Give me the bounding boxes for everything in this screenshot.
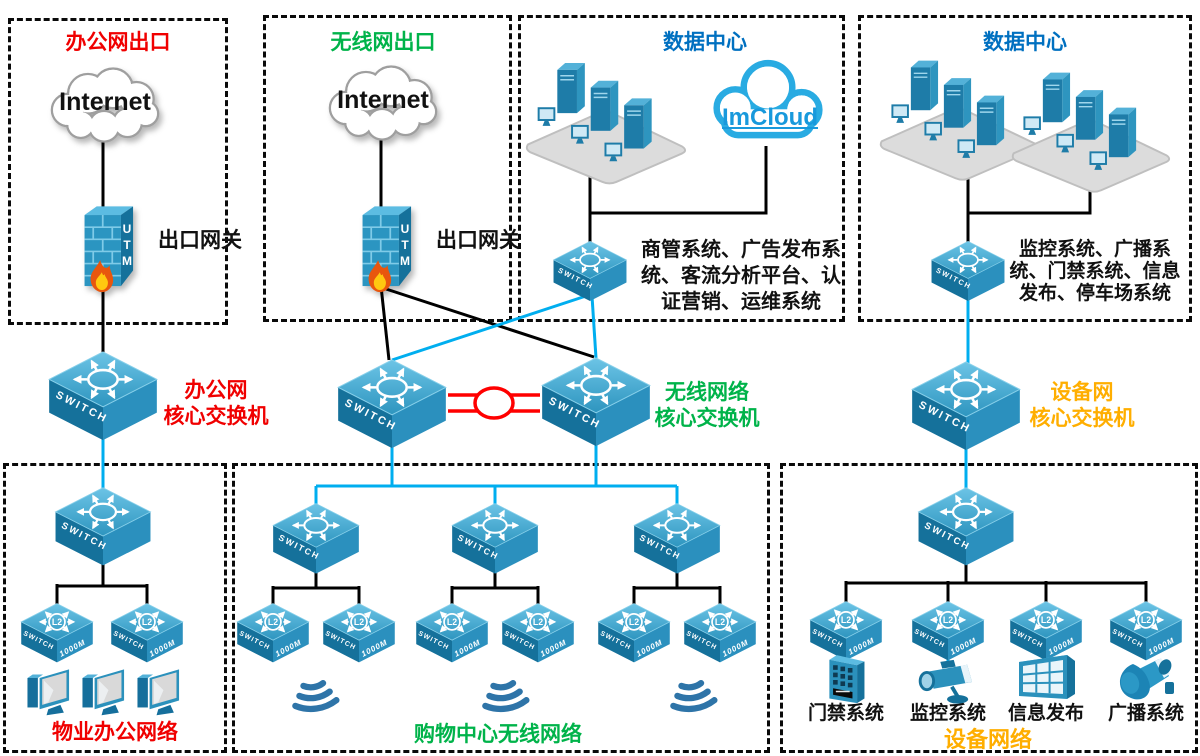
workstation-icon — [24, 664, 76, 718]
wireless-l2-switch — [498, 602, 578, 664]
broadcast-speaker-icon — [1113, 650, 1177, 706]
internet-label: Internet — [337, 86, 429, 114]
stack-ring-icon — [473, 386, 515, 420]
office-network-zone — [3, 463, 227, 753]
wireless-core-switch-left — [333, 358, 451, 451]
wireless-dist-switch — [447, 502, 543, 576]
wireless-l2-switch — [594, 602, 674, 664]
office-l2-switch — [107, 602, 187, 664]
wireless-l2-switch — [233, 602, 313, 664]
wireless-core-line1: 无线网络 — [665, 381, 749, 404]
device-core-switch — [907, 360, 1025, 453]
door-access-icon — [822, 652, 870, 708]
datacenter-right-title: 数据中心 — [983, 31, 1067, 54]
office-exit-zone — [8, 18, 228, 325]
wireless-network-label: 购物中心无线网络 — [414, 723, 582, 746]
office-exit-title: 办公网出口 — [65, 31, 171, 54]
office-agg-switch — [51, 486, 155, 568]
device-label-display: 信息发布 — [1007, 703, 1084, 724]
internet-label: Internet — [59, 88, 151, 116]
imcloud-label: ImCloud — [722, 104, 818, 131]
dc-right-systems-text: 监控系统、广播系统、门禁系统、信息发布、停车场系统 — [1009, 239, 1181, 304]
device-network-label: 设备网络 — [943, 727, 1032, 752]
utm-label: UTM — [120, 222, 134, 270]
wireless-core-line2: 核心交换机 — [654, 407, 760, 430]
wireless-core-switch-right — [537, 356, 655, 449]
datacenter-left-title: 数据中心 — [663, 31, 747, 54]
device-l2-switch — [908, 600, 988, 662]
datacenter-left-zone — [518, 15, 845, 322]
device-label-speaker: 广播系统 — [1107, 703, 1184, 724]
device-network-zone — [780, 463, 1198, 753]
device-core-label: 设备网核心交换机 — [1025, 380, 1139, 432]
wifi-ap-icon — [475, 672, 534, 721]
office-core-label: 办公网核心交换机 — [160, 378, 272, 430]
wifi-ap-icon — [285, 672, 344, 721]
wireless-network-zone — [232, 463, 770, 753]
office-l2-switch — [17, 602, 97, 664]
dc-left-switch — [550, 240, 630, 303]
office-core-switch — [44, 350, 162, 443]
office-network-label: 物业办公网络 — [52, 721, 178, 744]
office-core-line2: 核心交换机 — [163, 405, 269, 428]
device-core-line1: 设备网 — [1050, 381, 1114, 404]
server-farm-icon — [518, 52, 690, 189]
wireless-l2-switch — [680, 602, 760, 664]
info-display-icon — [1013, 652, 1079, 704]
wifi-ap-icon — [663, 672, 722, 721]
cctv-camera-icon — [910, 658, 986, 706]
dc-left-systems-text: 商管系统、广告发布系统、客流分析平台、认证营销、运维系统 — [641, 239, 841, 313]
wireless-l2-switch — [412, 602, 492, 664]
device-core-line2: 核心交换机 — [1029, 407, 1135, 430]
workstation-icon — [134, 664, 186, 718]
gateway-label: 出口网关 — [158, 229, 242, 252]
device-label-door: 门禁系统 — [807, 703, 884, 724]
wireless-exit-title: 无线网出口 — [330, 31, 436, 54]
utm-label: UTM — [398, 222, 412, 270]
device-label-camera: 监控系统 — [909, 703, 986, 724]
device-agg-switch — [914, 486, 1018, 568]
wireless-l2-switch — [319, 602, 399, 664]
gateway-label: 出口网关 — [436, 229, 520, 252]
imcloud-icon — [698, 50, 838, 152]
utm-firewall-wireless — [352, 196, 432, 293]
wireless-core-label: 无线网络核心交换机 — [648, 380, 766, 432]
wireless-dist-switch — [268, 502, 364, 576]
office-core-line1: 办公网 — [184, 379, 248, 402]
server-farm-icon — [1004, 62, 1174, 197]
utm-firewall-office — [74, 196, 154, 293]
wireless-dist-switch — [629, 502, 725, 576]
dc-right-switch — [928, 240, 1008, 303]
datacenter-right-zone — [858, 15, 1192, 322]
workstation-icon — [79, 664, 131, 718]
